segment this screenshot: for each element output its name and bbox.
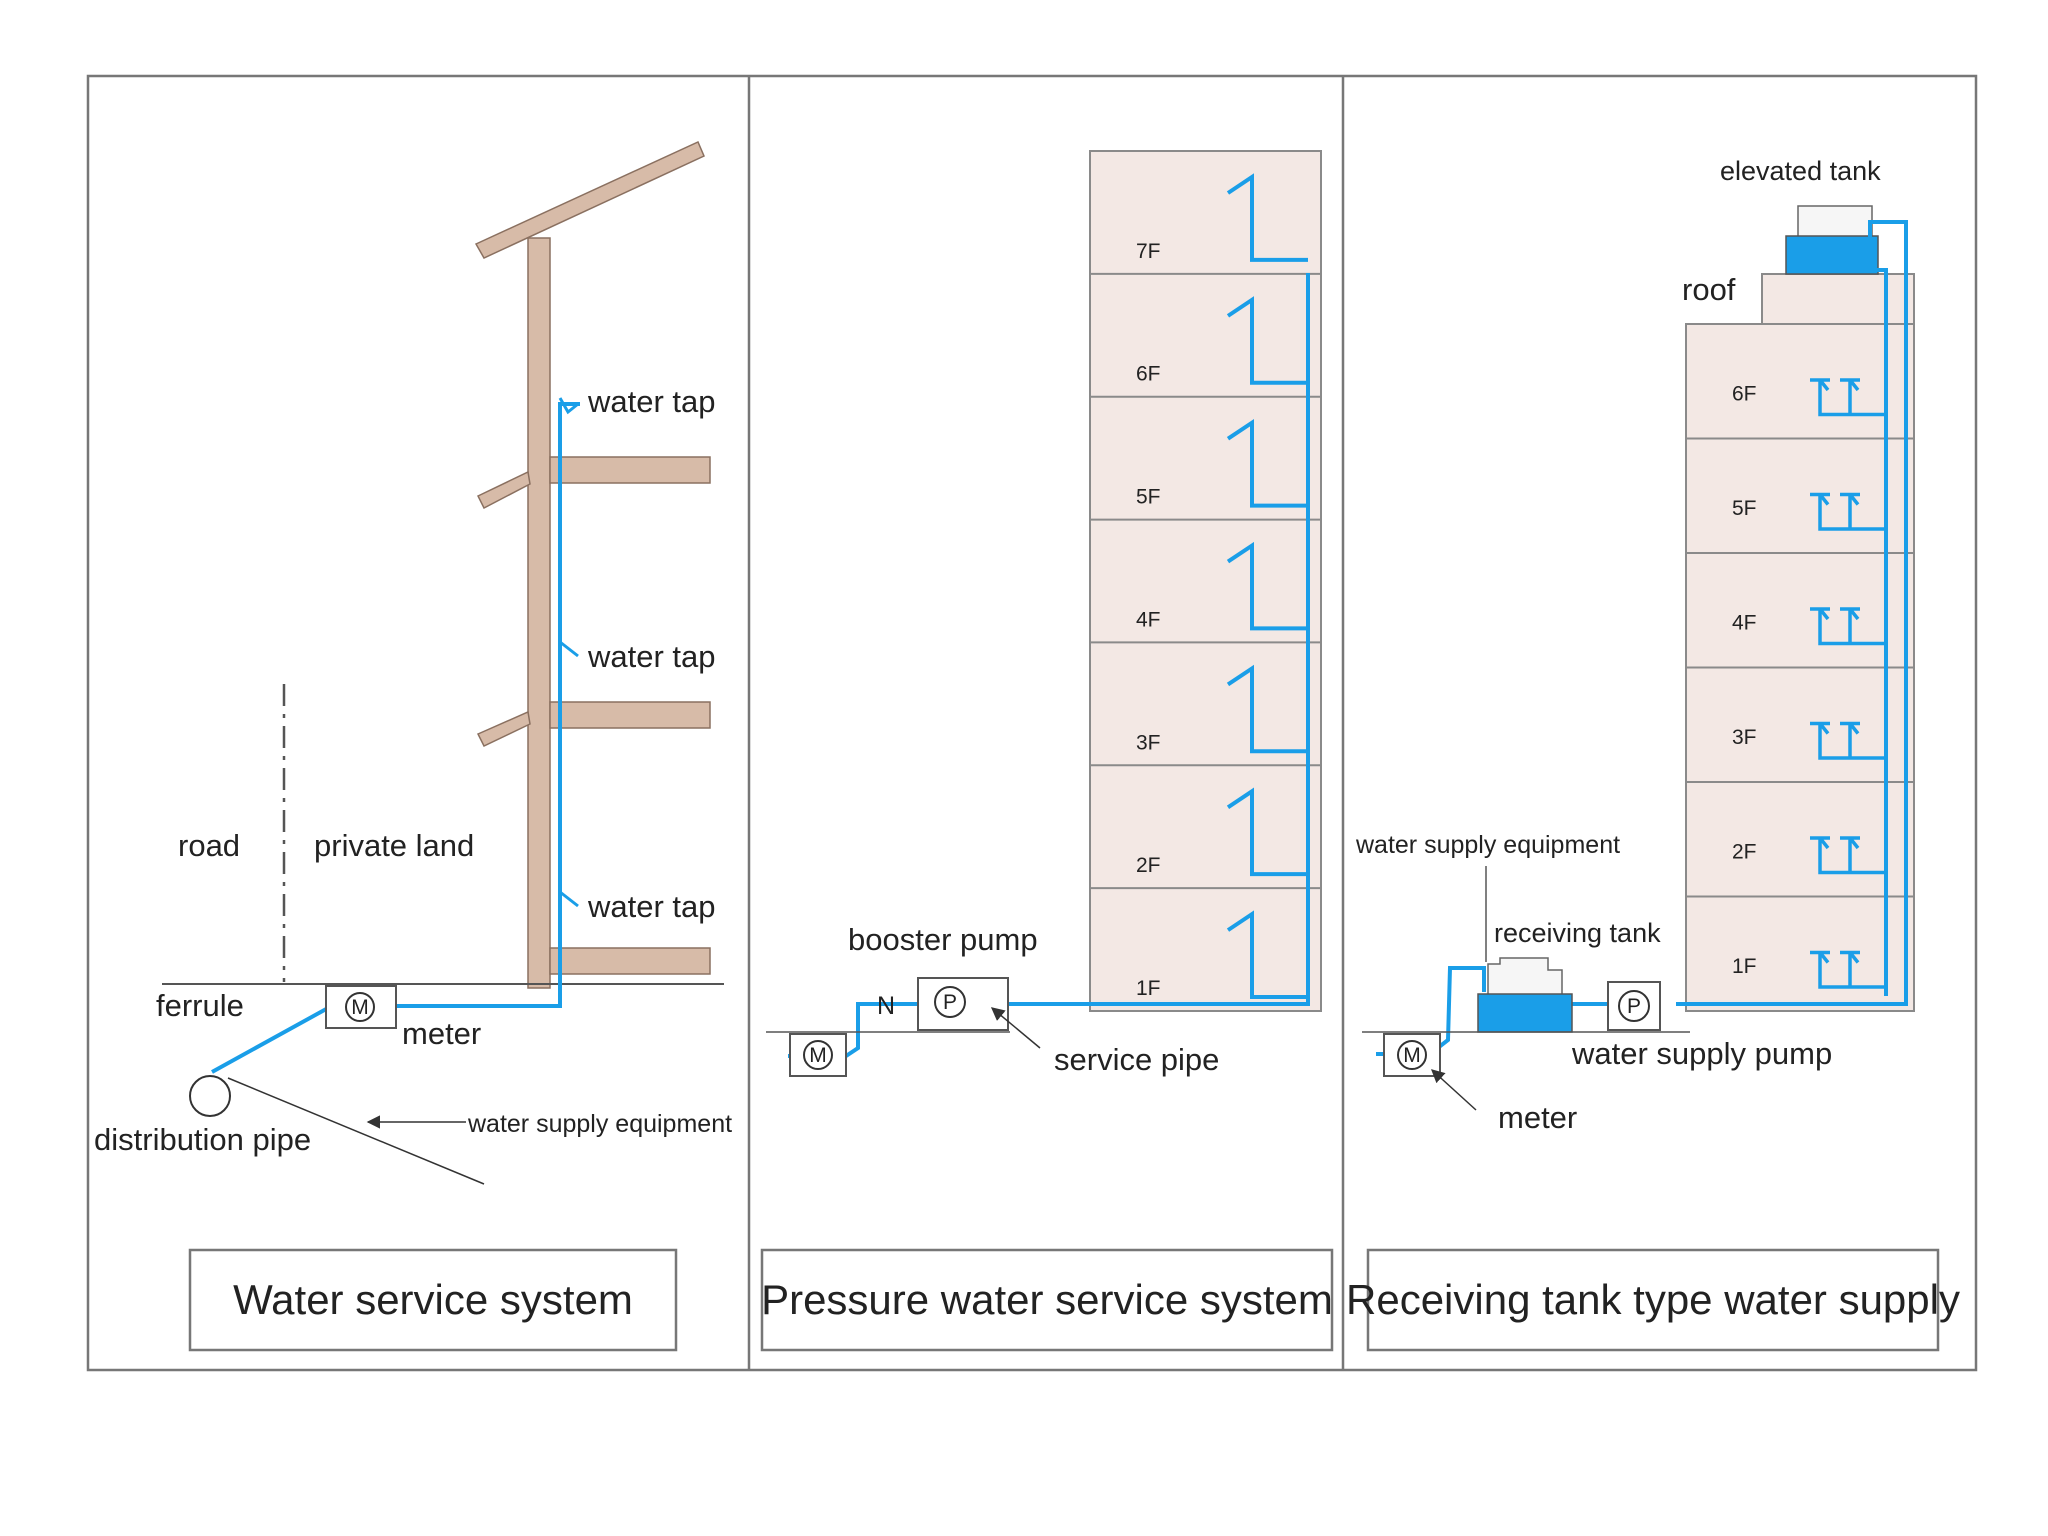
down-feed-pipe xyxy=(1876,268,1888,996)
roof-structure xyxy=(1761,273,1915,325)
water-tap-branch xyxy=(1810,492,1886,531)
distribution-pipe-icon xyxy=(189,1075,231,1117)
water-tap-branch xyxy=(1810,721,1886,760)
booster-pump-icon xyxy=(934,986,966,1018)
tap-branch-low xyxy=(559,890,579,908)
meter-icon-3 xyxy=(1397,1040,1427,1070)
meter-label: meter xyxy=(402,1016,481,1051)
panel-water-service-system: M water tap water tap water tap road pri… xyxy=(94,140,732,1352)
water-supply-pump-icon xyxy=(1618,990,1650,1022)
elevated-tank xyxy=(1785,235,1879,275)
private-land-label: private land xyxy=(314,828,474,863)
riser-pipe xyxy=(392,402,580,1008)
distribution-pipe-leader xyxy=(227,1077,485,1185)
meter-icon-2 xyxy=(803,1040,833,1070)
water-tap-branch xyxy=(1226,541,1308,631)
water-tap-branch xyxy=(1810,950,1886,989)
meter-symbol-3: M xyxy=(1403,1044,1421,1067)
booster-pump-label: booster pump xyxy=(848,922,1038,957)
house-brace-2 xyxy=(476,710,531,747)
receiving-tank-label: receiving tank xyxy=(1494,918,1661,948)
house-floor-1 xyxy=(549,947,711,975)
water-tap-branch xyxy=(1226,418,1308,508)
house-post xyxy=(527,237,551,989)
floor-label: 6F xyxy=(1136,363,1161,386)
tap-branch-top xyxy=(558,397,579,415)
panel-pressure-water-service-system: 7F 6F 5F 4F 3F 2F 1F M N P booster pump servic… xyxy=(760,150,1334,1352)
meter-label-3: meter xyxy=(1498,1100,1577,1135)
water-tap-label-low: water tap xyxy=(587,889,716,924)
floor-label: 2F xyxy=(1136,854,1161,877)
panel-title-box-1 xyxy=(188,1248,678,1352)
floor-label: 6F xyxy=(1732,383,1757,406)
panel-title-2: Pressure water service system xyxy=(761,1276,1333,1323)
floor-label: 1F xyxy=(1136,977,1161,1000)
house-brace-3 xyxy=(476,470,531,510)
panel-title-1: Water service system xyxy=(233,1276,633,1323)
house-roof-beam xyxy=(474,140,705,259)
water-tap-label-mid: water tap xyxy=(587,639,716,674)
building-7-floors xyxy=(1089,150,1322,1012)
receiving-tank xyxy=(1477,993,1573,1033)
water-tap-branch xyxy=(1226,787,1308,877)
pump-symbol: P xyxy=(943,991,957,1014)
water-tap-branch xyxy=(1226,296,1308,385)
tap-branch-mid xyxy=(559,640,579,658)
floor-label: 4F xyxy=(1732,612,1757,635)
floor-label: 4F xyxy=(1136,608,1161,631)
panel-receiving-tank-water-supply: 6F 5F 4F 3F 2F 1F P M elevated tank roof wate… xyxy=(1346,156,1960,1352)
panel-title-3: Receiving tank type water supply xyxy=(1346,1276,1960,1323)
water-tap-branch xyxy=(1226,173,1308,262)
meter-arrow xyxy=(1431,1069,1477,1111)
water-tap-branch xyxy=(1226,910,1308,999)
water-supply-pump-label: water supply pump xyxy=(1571,1036,1832,1071)
receiving-tank-cover xyxy=(1487,957,1563,997)
floor-label: 5F xyxy=(1732,497,1757,520)
distribution-pipe-label: distribution pipe xyxy=(94,1122,311,1157)
service-pipe-label: service pipe xyxy=(1054,1042,1219,1077)
meter-symbol-2: M xyxy=(809,1044,827,1067)
meter-icon xyxy=(345,992,375,1022)
ferrule-label: ferrule xyxy=(156,988,244,1023)
panel-title-box-3 xyxy=(1366,1248,1940,1352)
water-tap-branch xyxy=(1810,378,1886,417)
water-supply-equipment-label-3: water supply equipment xyxy=(1355,831,1620,859)
floor-label: 5F xyxy=(1136,486,1161,509)
floor-label: 3F xyxy=(1136,731,1161,754)
water-tap-branch xyxy=(1226,664,1308,754)
valve-symbol: N xyxy=(877,992,895,1020)
service-pipe-arrow xyxy=(990,1007,1041,1049)
up-riser-pipe xyxy=(1676,220,1908,1006)
elevated-tank-label: elevated tank xyxy=(1720,156,1881,186)
diagram-frame xyxy=(86,74,1978,1372)
water-tap-branch xyxy=(1810,836,1886,875)
floor-label: 2F xyxy=(1732,841,1757,864)
road-label: road xyxy=(178,828,240,863)
roof-label: roof xyxy=(1682,272,1736,307)
panel-title-box-2 xyxy=(760,1248,1334,1352)
floor-label: 1F xyxy=(1732,955,1757,978)
water-supply-equipment-label: water supply equipment xyxy=(467,1110,732,1138)
house-floor-3 xyxy=(549,456,711,484)
water-tap-label-top: water tap xyxy=(587,384,716,419)
pressure-riser-pipe xyxy=(1004,273,1310,1006)
meter-symbol: M xyxy=(351,996,369,1019)
elevated-tank-top xyxy=(1797,205,1873,239)
water-tap-branch xyxy=(1810,607,1886,646)
house-floor-2 xyxy=(549,701,711,729)
floor-label: 3F xyxy=(1732,726,1757,749)
pump-symbol-3: P xyxy=(1627,995,1641,1018)
floor-label: 7F xyxy=(1136,240,1161,263)
